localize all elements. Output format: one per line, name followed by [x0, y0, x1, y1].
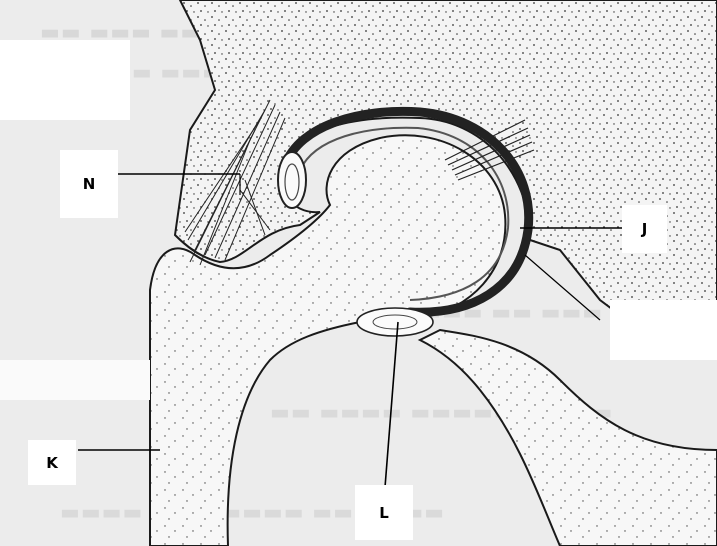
blank-patch	[0, 360, 150, 400]
leader-line-l	[384, 322, 398, 500]
label-n: N	[60, 150, 118, 218]
blank-patch	[610, 300, 717, 360]
label-k: K	[28, 440, 76, 485]
fat-pad	[357, 308, 433, 336]
label-j: J	[622, 205, 667, 253]
lower-right-bone	[420, 330, 717, 546]
blank-patch	[0, 40, 130, 120]
label-l: L	[355, 485, 413, 540]
